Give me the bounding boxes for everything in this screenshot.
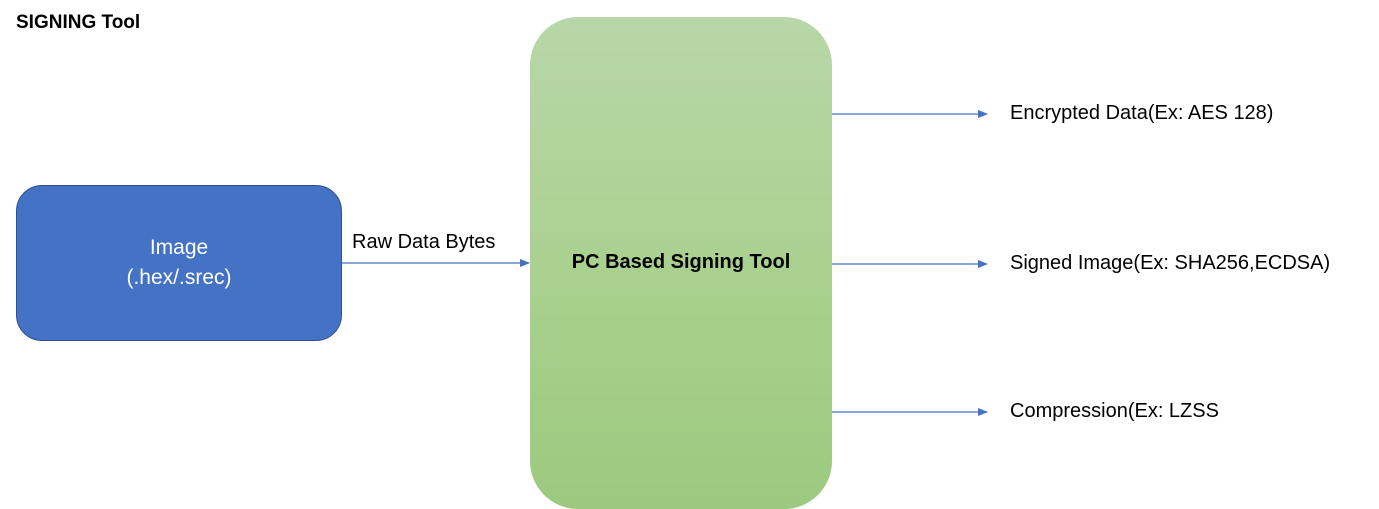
signing-tool-label: PC Based Signing Tool [571, 250, 791, 273]
output-compression: Compression(Ex: LZSS [1010, 400, 1219, 422]
edge-label-raw-data-bytes: Raw Data Bytes [352, 231, 496, 253]
image-source-label: Image [149, 236, 209, 259]
signing-tool-node: PC Based Signing Tool [530, 17, 832, 509]
output-encrypted-data: Encrypted Data(Ex: AES 128) [1010, 102, 1274, 124]
image-source-format: (.hex/.srec) [126, 266, 232, 289]
diagram-title: SIGNING Tool [16, 12, 141, 33]
output-signed-image: Signed Image(Ex: SHA256,ECDSA) [1010, 252, 1331, 274]
image-source-node: Image (.hex/.srec) [16, 185, 342, 341]
